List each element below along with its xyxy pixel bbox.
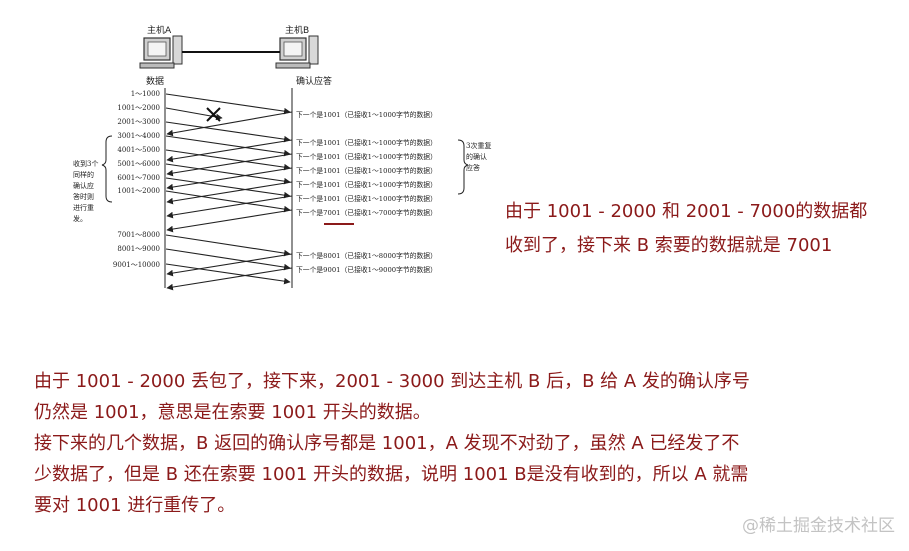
ack-arrow xyxy=(166,253,293,277)
packet-lost-x-icon xyxy=(206,107,221,122)
retransmit-note: 同样的 xyxy=(73,170,94,179)
explanation-paragraph: 由于 1001 - 2000 丢包了，接下来，2001 - 3000 到达主机 … xyxy=(34,366,834,521)
retransmit-note: 发。 xyxy=(73,214,87,223)
send-label: 2001～3000 xyxy=(117,118,160,126)
ack-label: 下一个是1001（已接收1～1000字节的数据） xyxy=(296,138,437,147)
tcp-retransmission-diagram: 主机A 主机B 数据 确认应答 1～1000 1001～2000 2001～30… xyxy=(73,24,491,291)
side-note-line: 由于 1001 - 2000 和 2001 - 7000的数据都 xyxy=(505,201,868,222)
side-note: 由于 1001 - 2000 和 2001 - 7000的数据都 收到了，接下来… xyxy=(505,195,867,263)
ack-arrow xyxy=(166,209,293,233)
retransmit-note: 收到3个 xyxy=(73,159,98,168)
send-label: 1001～2000 xyxy=(117,104,160,112)
send-label: 7001～8000 xyxy=(117,231,160,239)
paragraph-line: 接下来的几个数据，B 返回的确认序号都是 1001，A 发现不对劲了，虽然 A … xyxy=(34,433,740,454)
retransmit-note: 进行重 xyxy=(73,203,94,212)
ack-arrow xyxy=(166,167,293,191)
paragraph-line: 仍然是 1001，意思是在索要 1001 开头的数据。 xyxy=(34,402,431,423)
data-arrow xyxy=(165,121,291,143)
duplicate-ack-note: 的确认 xyxy=(466,152,487,161)
send-label: 4001～5000 xyxy=(117,146,160,154)
send-label: 1～1000 xyxy=(131,90,160,98)
ack-arrow xyxy=(166,153,293,177)
host-a-computer-icon xyxy=(139,35,183,69)
ack-label: 下一个是7001（已接收1～7000字节的数据） xyxy=(296,208,437,217)
paragraph-line: 要对 1001 进行重传了。 xyxy=(34,495,236,516)
host-a-label: 主机A xyxy=(147,24,172,36)
retransmit-note: 确认应 xyxy=(73,181,94,190)
left-column-header: 数据 xyxy=(146,75,164,87)
ack-label: 下一个是1001（已接收1～1000字节的数据） xyxy=(296,194,437,203)
side-note-line: 收到了，接下来 B 索要的数据就是 7001 xyxy=(505,235,833,256)
data-arrow xyxy=(165,248,291,271)
data-arrow xyxy=(165,163,291,185)
ack-arrow xyxy=(166,195,293,219)
retransmit-note: 答时则 xyxy=(73,192,94,201)
duplicate-ack-brace xyxy=(457,139,469,195)
data-arrow xyxy=(165,263,291,285)
send-label: 9001～10000 xyxy=(113,261,160,269)
duplicate-ack-note: 3次重复 xyxy=(466,141,491,150)
ack-label: 下一个是1001（已接收1～1000字节的数据） xyxy=(296,152,437,161)
ack-arrow xyxy=(166,111,293,137)
data-arrow xyxy=(165,93,291,115)
retransmit-brace xyxy=(101,135,113,203)
ack-arrow xyxy=(166,267,293,291)
data-arrow xyxy=(165,135,291,157)
ack-label: 下一个是1001（已接收1～1000字节的数据） xyxy=(296,166,437,175)
data-arrow xyxy=(165,177,291,199)
ack-label: 下一个是1001（已接收1～1000字节的数据） xyxy=(296,180,437,189)
watermark: @稀土掘金技术社区 xyxy=(742,516,895,536)
ack-arrow xyxy=(166,181,293,205)
ack-label: 下一个是8001（已接收1～8000字节的数据） xyxy=(296,251,437,260)
paragraph-line: 由于 1001 - 2000 丢包了，接下来，2001 - 3000 到达主机 … xyxy=(34,371,750,392)
data-arrow xyxy=(165,234,291,257)
paragraph-line: 少数据了，但是 B 还在索要 1001 开头的数据，说明 1001 B是没有收到… xyxy=(34,464,749,485)
right-column-header: 确认应答 xyxy=(296,75,332,87)
send-label: 1001～2000 xyxy=(117,187,160,195)
send-label: 3001～4000 xyxy=(117,132,160,140)
ack-label: 下一个是1001（已接收1～1000字节的数据） xyxy=(296,110,437,119)
send-label: 6001～7000 xyxy=(117,174,160,182)
send-label: 5001～6000 xyxy=(117,160,160,168)
host-b-computer-icon xyxy=(275,35,319,69)
ack-arrow xyxy=(166,139,293,163)
send-label: 8001～9000 xyxy=(117,245,160,253)
host-b-label: 主机B xyxy=(285,24,309,36)
duplicate-ack-note: 应答 xyxy=(466,163,480,172)
ack-label: 下一个是9001（已接收1～9000字节的数据） xyxy=(296,265,437,274)
data-arrow xyxy=(165,190,291,213)
data-arrow xyxy=(165,149,291,171)
